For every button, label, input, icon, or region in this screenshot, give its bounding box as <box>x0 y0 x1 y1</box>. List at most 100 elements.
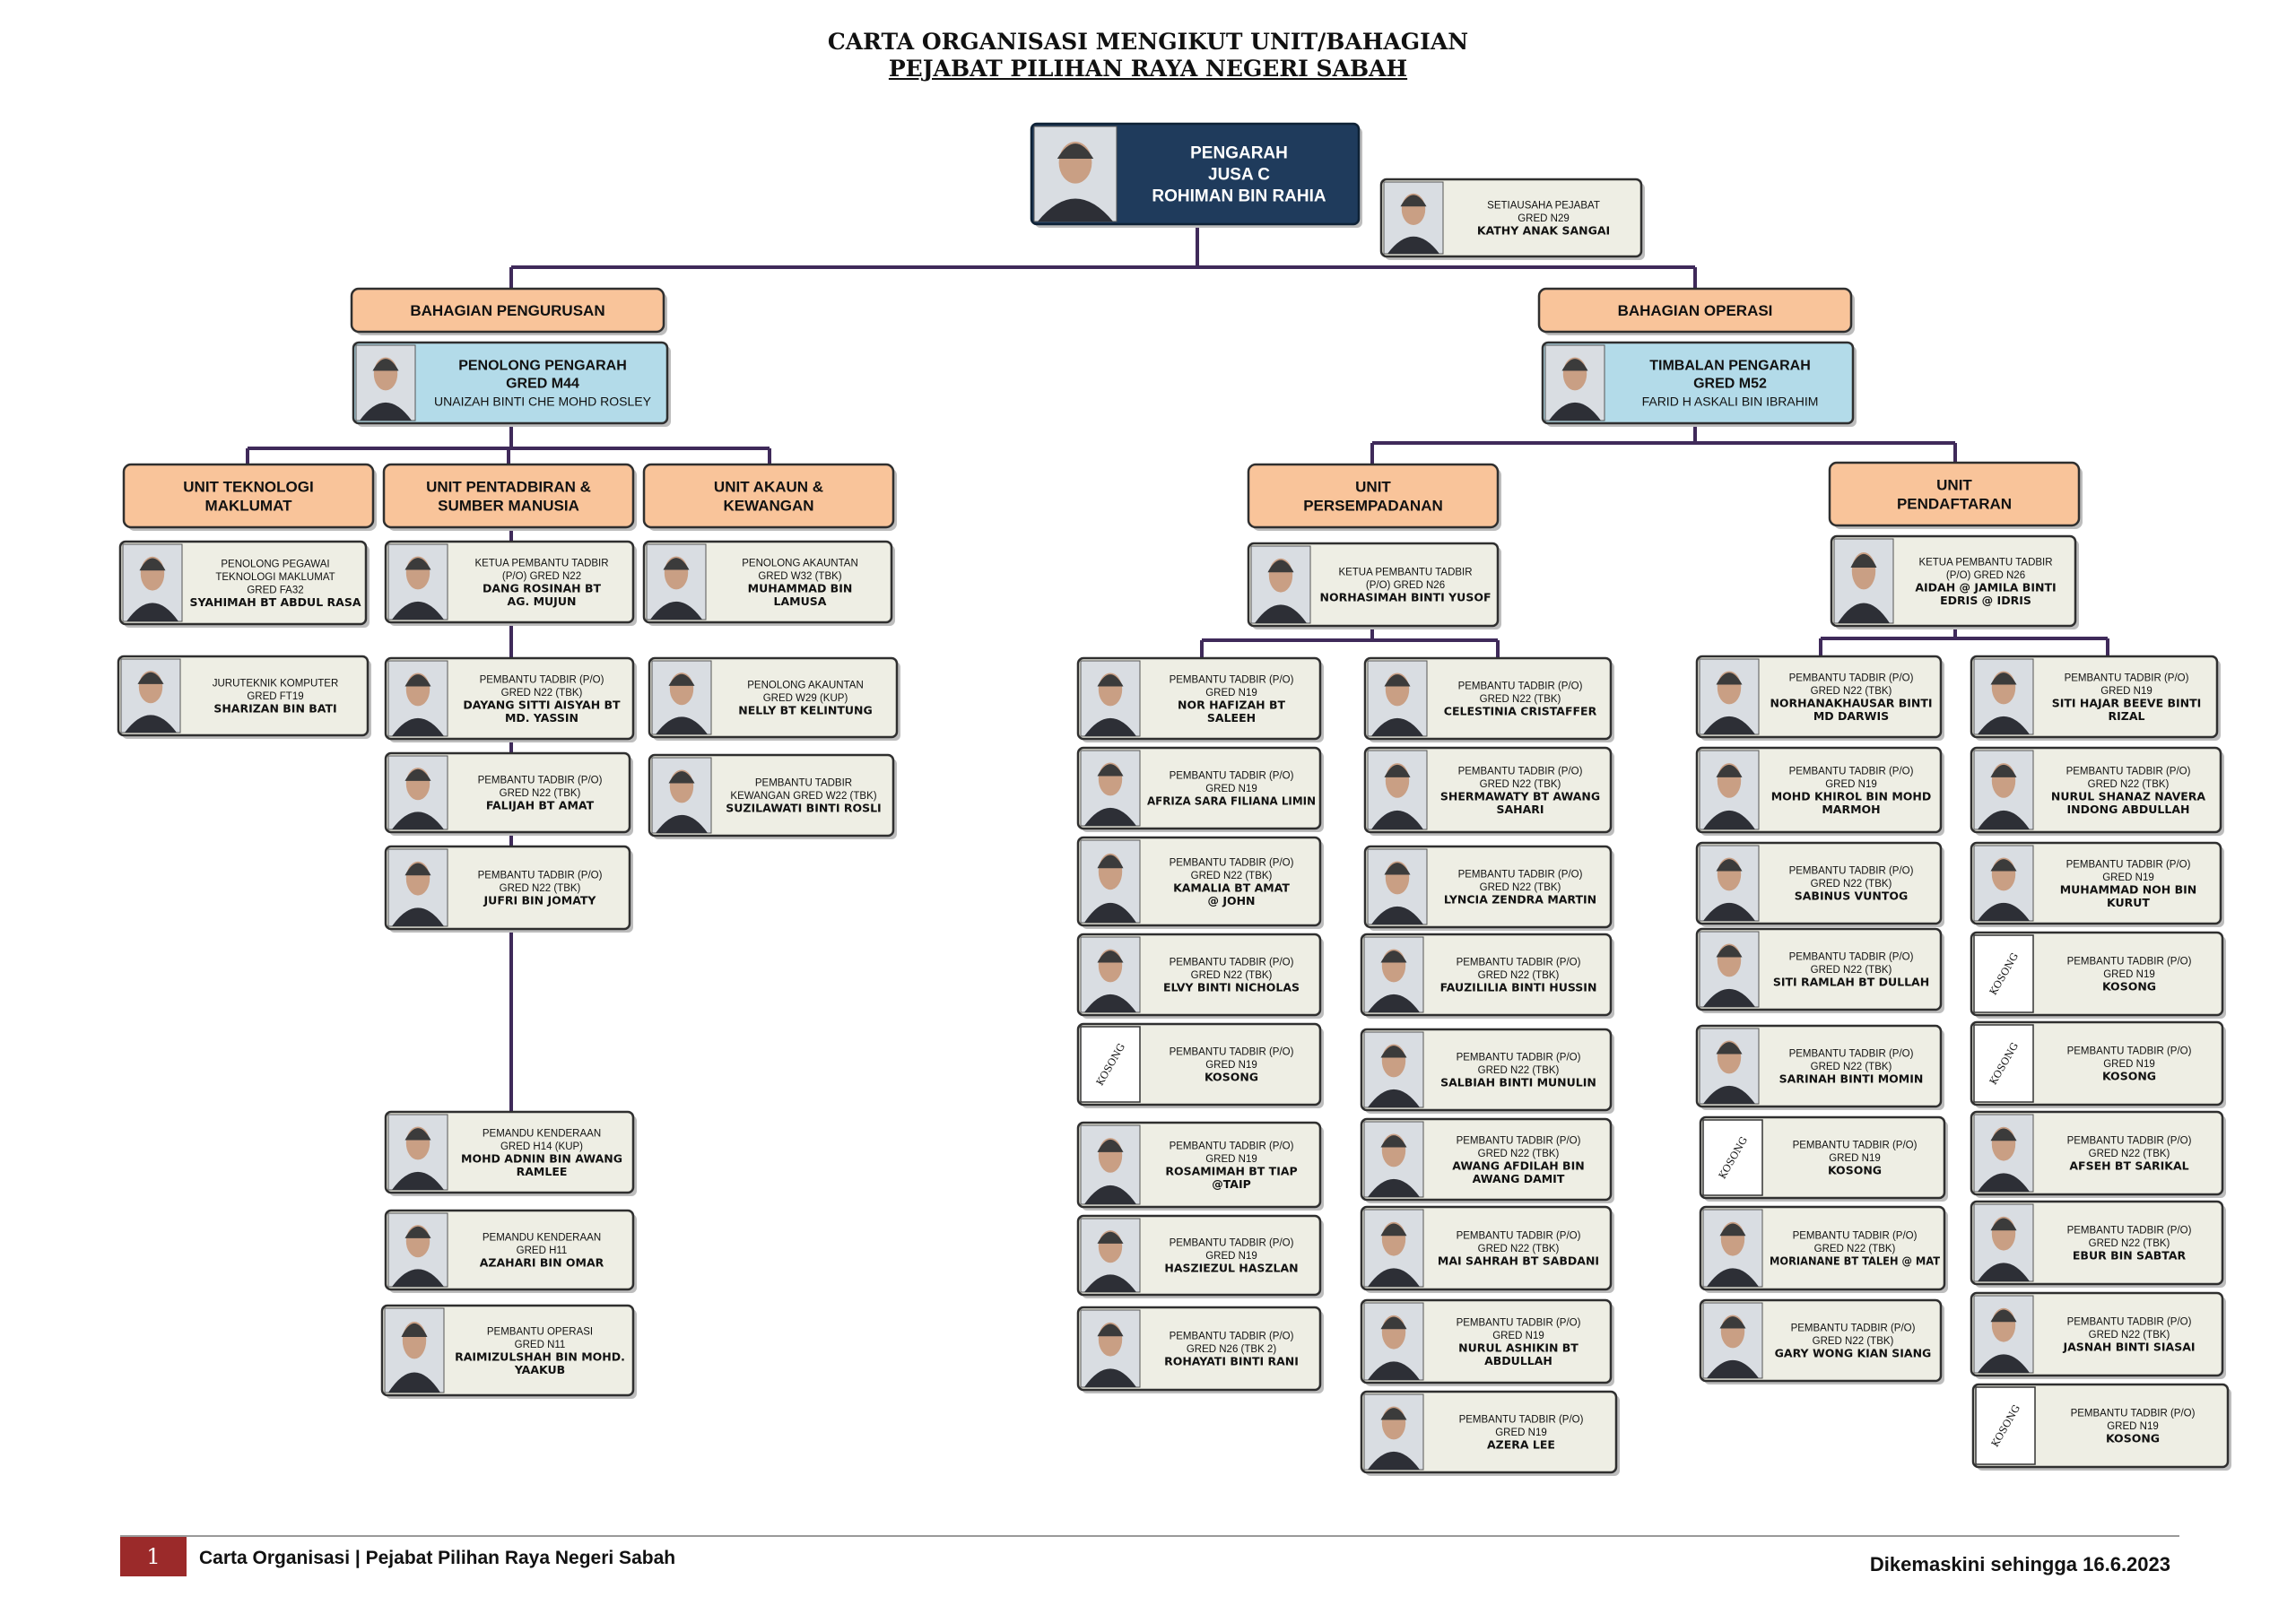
node-text-line: GRED N19 <box>2103 969 2155 980</box>
node-text-line: ELVY BINTI NICHOLAS <box>1163 981 1300 994</box>
org-node-pd-r2: PEMBANTU TADBIR (P/O)GRED N22 (TBK)NURUL… <box>1970 746 2224 836</box>
node-text-line: KOSONG <box>2106 1432 2160 1445</box>
node-text-line: JURUTEKNIK KOMPUTER <box>213 679 339 690</box>
node-text-line: GRED N22 (TBK) <box>1811 879 1892 890</box>
node-text-line: PEMBANTU TADBIR (P/O) <box>1791 1324 1916 1334</box>
node-text-line: GRED W29 (KUP) <box>763 693 848 704</box>
node-text-line: NORHANAKHAUSAR BINTI <box>1770 696 1932 709</box>
node-text-line: PEMBANTU TADBIR (P/O) <box>2066 766 2191 777</box>
footer-divider <box>120 1535 2179 1537</box>
node-text-line: KAMALIA BT AMAT <box>1173 881 1290 894</box>
node-text-line: PEMBANTU TADBIR (P/O) <box>2071 1409 2196 1419</box>
person-avatar-icon <box>1699 845 1760 922</box>
node-text-line: UNIT TEKNOLOGI <box>183 478 313 495</box>
person-avatar-icon <box>1973 1203 2034 1282</box>
node-text-line: NELLY BT KELINTUNG <box>738 704 873 717</box>
node-text-line: (P/O) GRED N26 <box>1366 580 1445 591</box>
node-text-line: PEMBANTU TADBIR (P/O) <box>2065 673 2189 683</box>
person-avatar-icon <box>1080 660 1141 737</box>
node-text-line: GRED N22 (TBK) <box>1191 871 1273 881</box>
node-text-line: GRED N22 (TBK) <box>501 688 583 699</box>
node-text-line: ROHAYATI BINTI RANI <box>1164 1355 1299 1368</box>
node-text-line: PEMBANTU TADBIR (P/O) <box>1789 952 1914 963</box>
node-text-line: GRED N19 <box>1829 1153 1881 1164</box>
page-number: 1 <box>120 1537 187 1576</box>
node-text-line: NURUL ASHIKIN BT <box>1458 1341 1578 1354</box>
node-text-line: GRED N22 (TBK) <box>500 883 581 894</box>
node-text-line: SYAHIMAH BT ABDUL RASA <box>190 595 361 609</box>
person-avatar-icon <box>1973 845 2034 922</box>
person-avatar-icon <box>120 658 181 733</box>
node-text-line: GRED N11 <box>515 1340 566 1350</box>
node-text-line: KETUA PEMBANTU TADBIR <box>474 558 608 568</box>
page-title: CARTA ORGANISASI MENGIKUT UNIT/BAHAGIAN <box>827 29 1469 55</box>
node-text-line: GRED N19 <box>1495 1428 1547 1438</box>
node-text-line: RIZAL <box>2109 709 2145 723</box>
node-text-line: PEMBANTU OPERASI <box>487 1326 593 1337</box>
org-node-bahagian-operasi: BAHAGIAN OPERASI <box>1537 287 1855 335</box>
org-node-bahagian-pengurusan: BAHAGIAN PENGURUSAN <box>350 287 667 335</box>
node-text-line: JUSA C <box>1208 166 1270 185</box>
node-box <box>1379 178 1643 258</box>
person-avatar-icon <box>1363 1031 1424 1108</box>
node-text-line: KATHY ANAK SANGAI <box>1477 224 1610 238</box>
node-text-line: PEMBANTU TADBIR (P/O) <box>1793 1231 1918 1242</box>
node-text-line: PEMBANTU TADBIR <box>755 778 852 789</box>
node-text-line: MAI SAHRAH BT SABDANI <box>1438 1254 1599 1268</box>
node-text-line: PEMBANTU TADBIR (P/O) <box>2066 859 2191 870</box>
node-text-line: KOSONG <box>2102 1070 2156 1083</box>
person-avatar-icon <box>1080 1309 1141 1388</box>
node-text-line: PEMBANTU TADBIR (P/O) <box>1170 958 1294 968</box>
person-avatar-icon <box>651 660 712 735</box>
org-node-ps-r1: PEMBANTU TADBIR (P/O) GRED N22 (TBK)CELES… <box>1363 656 1614 742</box>
node-text-line: PEMBANTU TADBIR (P/O) <box>2067 1046 2192 1057</box>
node-box <box>122 463 375 529</box>
node-box <box>350 287 665 334</box>
node-text-line: PEMBANTU TADBIR (P/O) <box>1458 870 1583 881</box>
org-node-pd-l1: PEMBANTU TADBIR (P/O)GRED N22 (TBK)NORHA… <box>1695 655 1944 741</box>
node-text-line: PEMBANTU TADBIR (P/O) <box>478 776 603 786</box>
node-text-line: PEMBANTU TADBIR (P/O) <box>1458 681 1583 692</box>
node-text-line: RAIMIZULSHAH BIN MOHD. <box>455 1350 625 1363</box>
node-box <box>1970 931 2224 1017</box>
node-text-line: PEMBANTU TADBIR (P/O) <box>1793 1141 1918 1151</box>
node-text-line: PEMANDU KENDERAAN <box>483 1128 601 1139</box>
node-text-line: CELESTINIA CRISTAFFER <box>1444 705 1597 718</box>
node-box <box>382 463 635 529</box>
node-text-line: GRED W32 (TBK) <box>758 571 841 582</box>
node-text-line: GRED N29 <box>1518 213 1570 224</box>
node-text-line: GRED M44 <box>506 377 579 392</box>
connector-lines <box>246 224 2109 1112</box>
node-text-line: AWANG DAMIT <box>1473 1172 1565 1185</box>
person-avatar-icon <box>1363 936 1424 1013</box>
node-text-line: PEMBANTU TADBIR (P/O) <box>1789 1049 1914 1060</box>
node-text-line: SHERMAWATY BT AWANG <box>1440 789 1600 803</box>
node-text-line: GRED N22 (TBK) <box>1480 694 1561 705</box>
org-node-ps-r3: PEMBANTU TADBIR (P/O)GRED N22 (TBK)LYNCI… <box>1363 845 1614 931</box>
person-avatar-icon <box>1973 658 2034 735</box>
node-text-line: PEMBANTU TADBIR (P/O) <box>1789 866 1914 877</box>
node-text-line: GRED N22 (TBK) <box>1478 970 1560 981</box>
org-node-psm-1: KETUA PEMBANTU TADBIR(P/O) GRED N22DANG … <box>384 540 637 626</box>
node-text-line: GRED N19 <box>2102 872 2154 883</box>
org-node-ps-l3: PEMBANTU TADBIR (P/O)GRED N22 (TBK)KAMAL… <box>1076 836 1324 929</box>
node-text-line: GRED N22 (TBK) <box>2089 1330 2170 1341</box>
person-avatar-icon <box>651 757 712 834</box>
person-avatar-icon <box>1383 181 1444 255</box>
org-node-ps-l8: PEMBANTU TADBIR (P/O)GRED N26 (TBK 2)ROH… <box>1076 1306 1324 1393</box>
node-text-line: SITI HAJAR BEEVE BINTI <box>2052 696 2202 709</box>
node-text-line: PEMBANTU TADBIR (P/O) <box>1170 771 1294 782</box>
node-text-line: GRED N22 (TBK) <box>1480 882 1561 893</box>
node-text-line: ROHIMAN BIN RAHIA <box>1152 187 1326 206</box>
